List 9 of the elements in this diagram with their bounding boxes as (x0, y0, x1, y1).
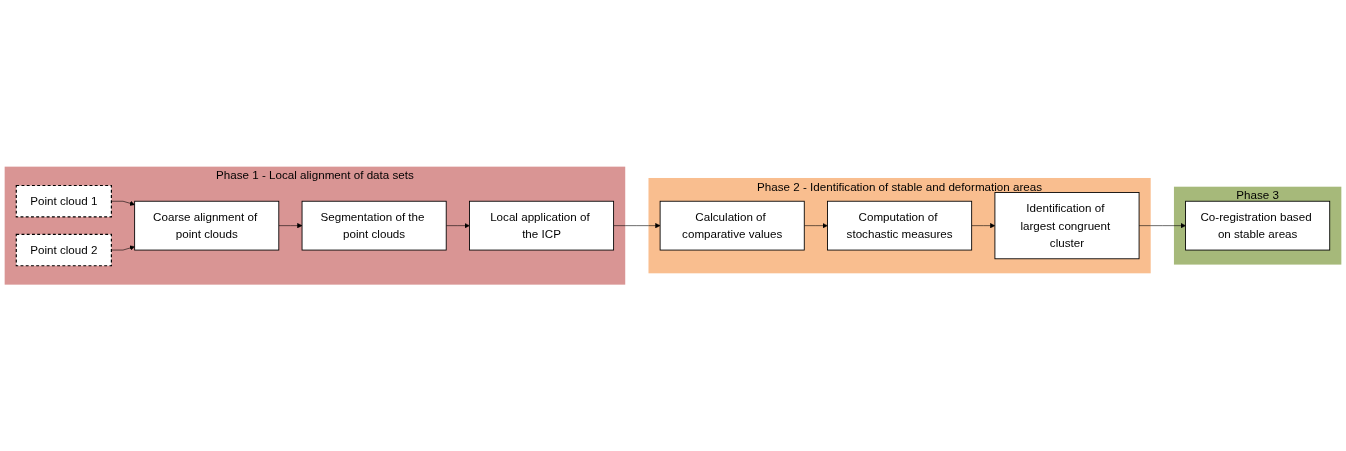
node-box: Identification of largest congruent cluster (994, 191, 1140, 260)
node-box: Point cloud 2 (15, 233, 112, 267)
node-box: Segmentation of the point clouds (301, 200, 447, 251)
node-box: Computation of stochastic measures (827, 200, 973, 251)
node-box: Local application of the ICP (469, 200, 615, 251)
node-box: Coarse alignment of point clouds (134, 200, 280, 251)
node-box: Calculation of comparative values (659, 200, 805, 251)
node-box: Co-registration based on stable areas (1185, 200, 1331, 251)
node-box: Point cloud 1 (15, 184, 112, 218)
